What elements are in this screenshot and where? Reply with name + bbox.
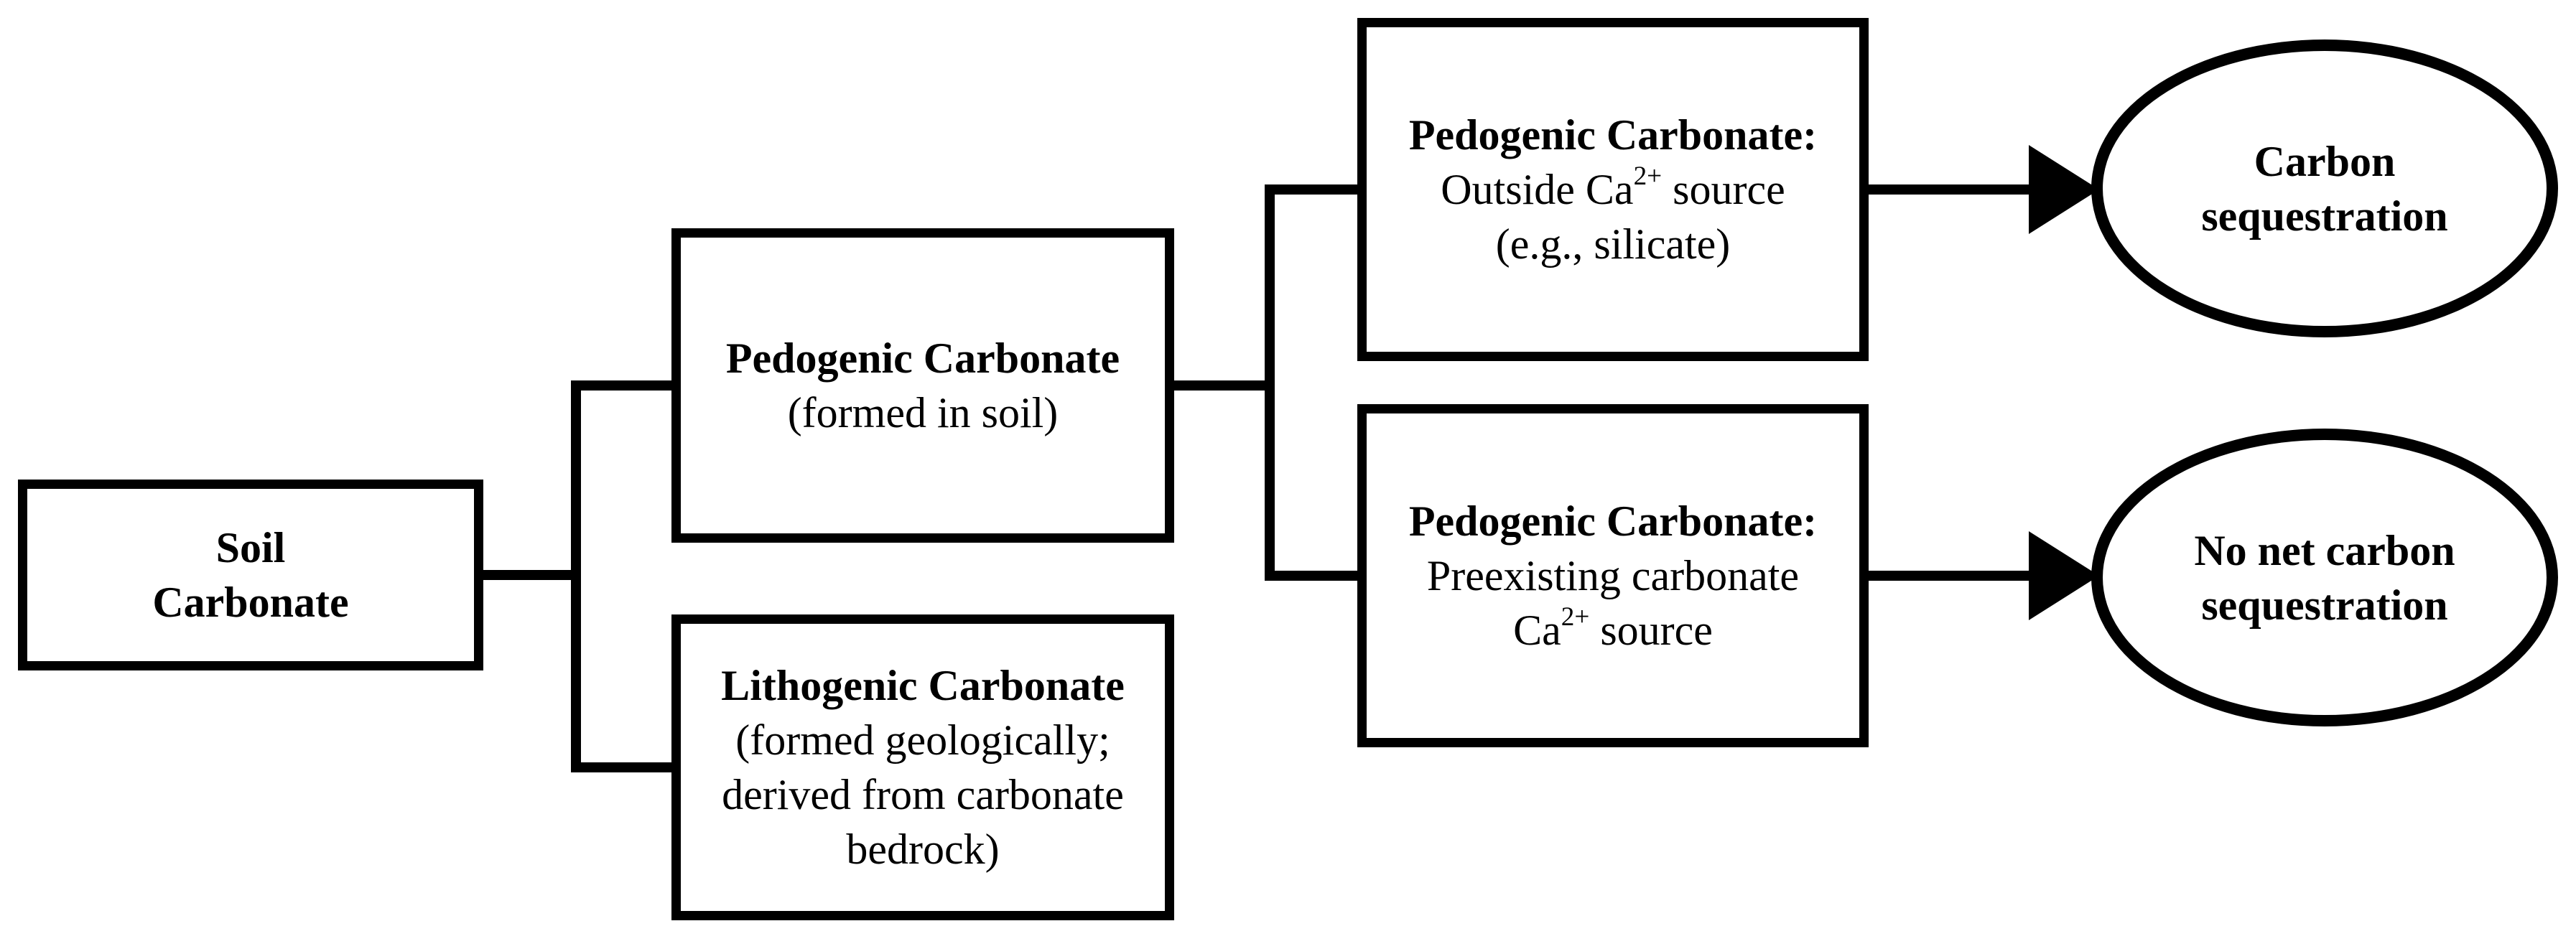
pedogenic-preexisting-line3-post: source — [1589, 607, 1713, 654]
pedogenic-preexisting-title: Pedogenic Carbonate: — [1408, 497, 1818, 545]
connector-branch-to-pedogenic — [571, 380, 671, 391]
carbon-sequestration-line1: Carbon — [2254, 137, 2396, 185]
pedogenic-outside-title: Pedogenic Carbonate: — [1408, 111, 1818, 159]
carbon-sequestration-line2: sequestration — [2201, 192, 2448, 240]
pedogenic-outside-line2-pre: Outside Ca — [1441, 166, 1634, 213]
pedogenic-carbonate-box: Pedogenic Carbonate (formed in soil) — [671, 228, 1174, 543]
lithogenic-carbonate-sub-line2: derived from carbonate — [722, 771, 1124, 818]
lithogenic-carbonate-sub-line3: bedrock) — [846, 826, 1000, 873]
no-net-carbon-line1: No net carbon — [2194, 526, 2455, 574]
pedogenic-preexisting-source-box: Pedogenic Carbonate: Preexisting carbona… — [1357, 404, 1869, 747]
no-net-carbon-sequestration-ellipse: No net carbon sequestration — [2091, 429, 2558, 726]
pedogenic-outside-source-box: Pedogenic Carbonate: Outside Ca2+ source… — [1357, 18, 1869, 361]
pedogenic-outside-line2-post: source — [1662, 166, 1785, 213]
connector-soil-trunk — [571, 380, 581, 772]
pedogenic-preexisting-line3: Ca2+ source — [1513, 603, 1713, 658]
ca-superscript: 2+ — [1561, 602, 1590, 632]
connector-branch-to-preexisting-source — [1265, 571, 1357, 581]
connector-branch-to-lithogenic — [571, 762, 671, 772]
connector-pedogenic-trunk — [1265, 184, 1275, 581]
soil-carbonate-label-line2: Carbonate — [152, 579, 349, 626]
soil-carbonate-label-line1: Soil — [215, 524, 286, 571]
ca-superscript: 2+ — [1633, 162, 1663, 192]
arrow-shaft-to-no-sequestration — [1869, 571, 2041, 581]
pedogenic-preexisting-line3-pre: Ca — [1513, 607, 1561, 654]
lithogenic-carbonate-box: Lithogenic Carbonate (formed geologicall… — [671, 614, 1174, 920]
no-net-carbon-line2: sequestration — [2201, 581, 2448, 629]
pedogenic-outside-line2: Outside Ca2+ source — [1441, 162, 1785, 217]
arrow-shaft-to-sequestration — [1869, 184, 2041, 195]
pedogenic-carbonate-title: Pedogenic Carbonate — [725, 335, 1120, 382]
connector-branch-to-outside-source — [1265, 184, 1357, 195]
lithogenic-carbonate-sub-line1: (formed geologically; — [735, 716, 1110, 764]
arrowhead-right-icon — [2029, 145, 2099, 234]
soil-carbonate-box: Soil Carbonate — [18, 480, 483, 670]
pedogenic-carbonate-subtitle: (formed in soil) — [787, 389, 1059, 436]
connector-pedogenic-stub — [1174, 380, 1275, 391]
pedogenic-outside-line3: (e.g., silicate) — [1495, 220, 1731, 268]
arrowhead-right-icon — [2029, 531, 2099, 620]
carbon-sequestration-ellipse: Carbon sequestration — [2091, 39, 2558, 337]
pedogenic-preexisting-line2: Preexisting carbonate — [1426, 552, 1800, 599]
lithogenic-carbonate-title: Lithogenic Carbonate — [721, 662, 1125, 709]
connector-soil-stub — [483, 570, 581, 580]
